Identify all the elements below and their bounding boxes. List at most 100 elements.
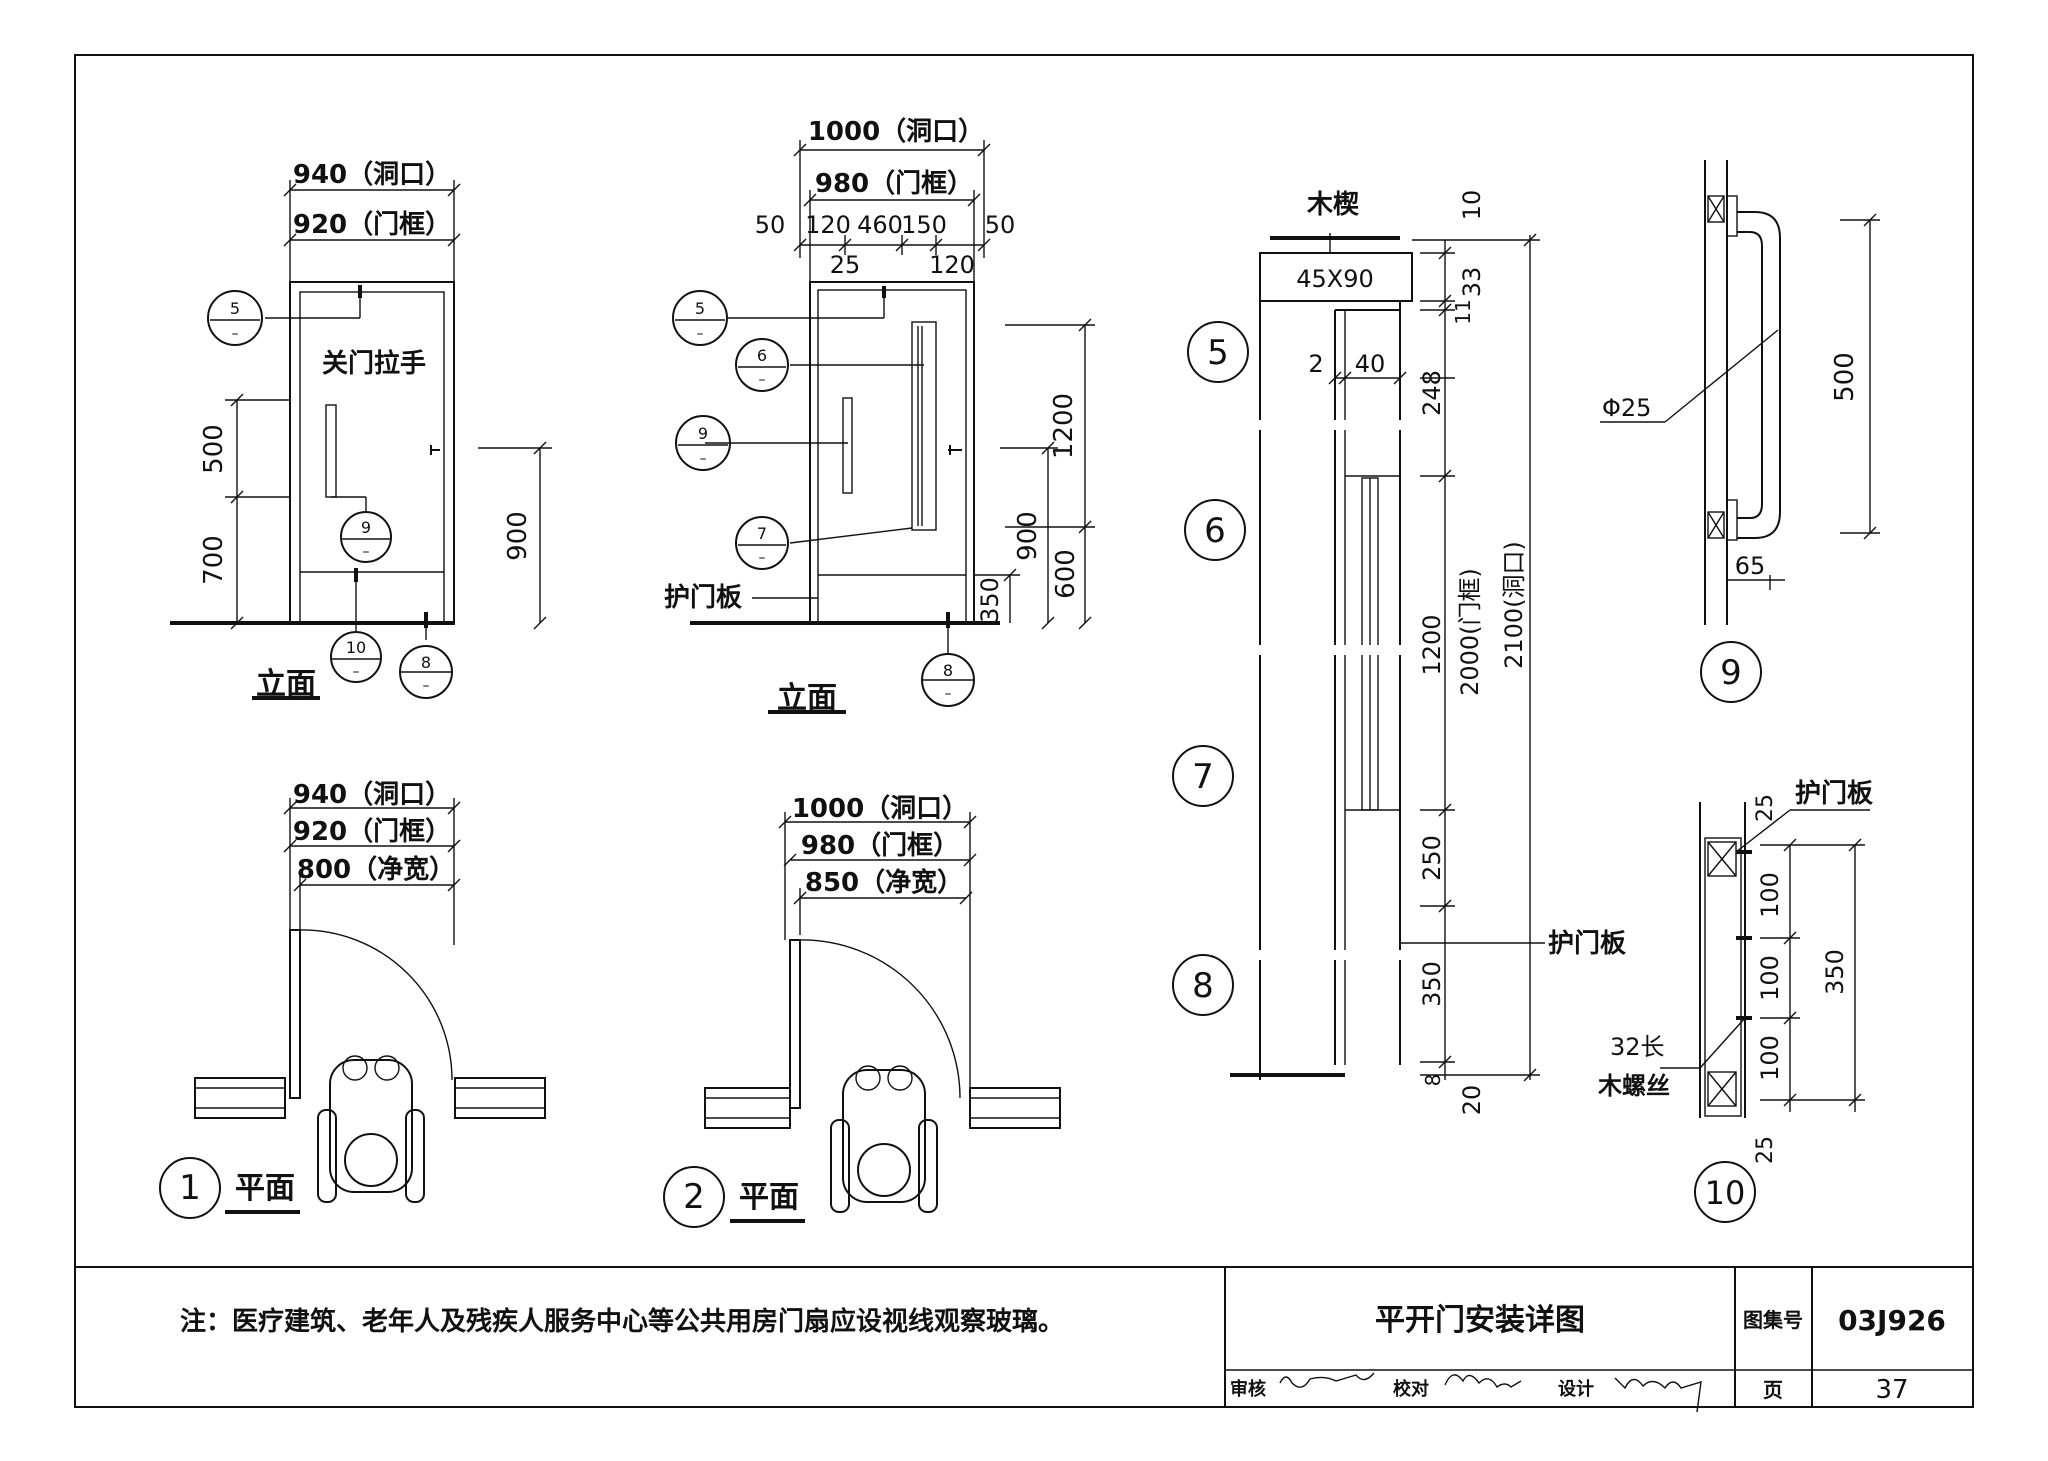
section-ref-5: 5 <box>1207 333 1229 373</box>
elev1-view-label: 立面 <box>256 667 316 702</box>
detail10-screw-type: 木螺丝 <box>1597 1072 1670 1100</box>
atlas-label: 图集号 <box>1743 1308 1803 1332</box>
atlas-number: 03J926 <box>1838 1304 1946 1337</box>
detail-ref-9-bubble: 9 <box>361 518 371 537</box>
detail10-dim-100-c: 100 <box>1756 1035 1784 1081</box>
elev1-dim-700: 700 <box>199 535 229 585</box>
wedge-size: 45X90 <box>1296 265 1374 293</box>
elev2-ref-5: 5 <box>695 299 705 318</box>
section-dim-248: 248 <box>1418 370 1446 416</box>
detail9-dia: Φ25 <box>1602 394 1651 422</box>
section-dim-40: 40 <box>1355 350 1386 378</box>
elev2-dim-350: 350 <box>976 577 1004 623</box>
detail10-dim-100-b: 100 <box>1756 955 1784 1001</box>
vertical-section <box>1172 233 1545 1082</box>
plan2-frame-dim: 980（门框） <box>801 831 959 861</box>
section-dim-20: 20 <box>1458 1085 1486 1116</box>
detail10-number: 10 <box>1705 1174 1746 1212</box>
section-ref-6: 6 <box>1204 511 1226 551</box>
detail9-dim-65: 65 <box>1735 552 1766 580</box>
section-dim-2: 2 <box>1308 350 1323 378</box>
elev2-frame-dim: 980（门框） <box>815 169 973 199</box>
detail10-screw-length: 32长 <box>1610 1033 1665 1061</box>
detail-ref-10-dash: – <box>353 664 360 680</box>
note-text: 注：医疗建筑、老年人及残疾人服务中心等公共用房门扇应设视线观察玻璃。 <box>180 1306 1064 1337</box>
elev2-ref-5-dash: – <box>697 326 704 342</box>
section-dim-33: 33 <box>1458 267 1486 298</box>
elev2-ref-6-dash: – <box>759 372 766 388</box>
plan1-opening-dim: 940（洞口） <box>293 780 451 810</box>
handle-label: 关门拉手 <box>322 348 426 379</box>
elev2-ref-9-dash: – <box>700 451 707 467</box>
elev2-dim-460: 460 <box>857 211 903 239</box>
detail-ref-8-dash: – <box>423 678 430 694</box>
elev2-ref-7-dash: – <box>759 550 766 566</box>
elev1-dim-500: 500 <box>199 424 229 474</box>
detail-10 <box>1660 802 1870 1223</box>
detail10-dim-25-top: 25 <box>1753 794 1778 822</box>
plan1-clear-dim: 800（净宽） <box>297 854 455 885</box>
detail-ref-5-bubble: 5 <box>230 299 240 318</box>
section-dim-250: 250 <box>1418 835 1446 881</box>
section-dim-350: 350 <box>1418 961 1446 1007</box>
detail-ref-9-dash: – <box>363 544 370 560</box>
plan1-frame-dim: 920（门框） <box>293 817 451 847</box>
page-label: 页 <box>1763 1378 1783 1402</box>
plan-2 <box>663 812 1061 1228</box>
elev2-dim-600: 600 <box>1051 549 1081 599</box>
elev2-view-label: 立面 <box>777 681 837 716</box>
plan1-number: 1 <box>179 1168 201 1208</box>
elev2-dim-1200: 1200 <box>1049 393 1079 459</box>
elev2-opening-dim: 1000（洞口） <box>808 117 984 147</box>
plan2-clear-dim: 850（净宽） <box>805 867 963 898</box>
elev2-dim-120b: 120 <box>929 251 975 279</box>
elev2-ref-9: 9 <box>698 424 708 443</box>
section-ref-8: 8 <box>1192 966 1214 1006</box>
elev2-dim-50-left: 50 <box>755 211 786 239</box>
elev2-dim-50-right: 50 <box>985 211 1016 239</box>
elev2-ref-6: 6 <box>757 346 767 365</box>
signatures <box>1279 1372 1702 1413</box>
section-dim-10: 10 <box>1458 190 1486 221</box>
drawing-title: 平开门安装详图 <box>1375 1303 1585 1338</box>
elev2-ref-7: 7 <box>757 524 767 543</box>
elev2-guard-label: 护门板 <box>664 583 742 613</box>
detail10-dim-25-bottom: 25 <box>1753 1136 1778 1164</box>
elev2-dim-120: 120 <box>805 211 851 239</box>
elev2-dim-25: 25 <box>830 251 861 279</box>
elevation-1 <box>170 180 846 714</box>
elev2-ref-8-dash: – <box>945 686 952 702</box>
elev1-dim-900: 900 <box>503 511 533 561</box>
elev2-dim-150: 150 <box>901 211 947 239</box>
detail10-dim-350: 350 <box>1821 949 1849 995</box>
detail-ref-5-dash: – <box>232 326 239 342</box>
elevation-2 <box>672 140 1095 707</box>
section-guard-label: 护门板 <box>1548 929 1626 959</box>
elev2-dim-900: 900 <box>1013 511 1043 561</box>
elev1-opening-dim: 940（洞口） <box>293 160 451 190</box>
detail-ref-8-bubble: 8 <box>421 653 431 672</box>
detail9-dim-500: 500 <box>1830 352 1860 402</box>
detail-9 <box>1600 160 1880 703</box>
plan2-number: 2 <box>683 1177 705 1217</box>
section-dim-11: 11 <box>1451 299 1475 324</box>
elev1-frame-dim: 920（门框） <box>293 210 451 240</box>
plan1-label: 平面 <box>235 1171 295 1206</box>
elev2-ref-8: 8 <box>943 661 953 680</box>
review-label: 审核 <box>1230 1378 1266 1400</box>
section-dim-8: 8 <box>1421 1074 1445 1087</box>
section-frame-total: 2000(门框) <box>1456 568 1484 696</box>
detail10-guard-label: 护门板 <box>1795 779 1873 809</box>
check-label: 校对 <box>1393 1378 1429 1400</box>
section-dim-1200: 1200 <box>1418 614 1446 675</box>
section-ref-7: 7 <box>1192 757 1214 797</box>
plan-1 <box>159 798 546 1219</box>
section-opening-total: 2100(洞口) <box>1500 541 1528 669</box>
plan2-opening-dim: 1000（洞口） <box>792 794 968 824</box>
plan2-label: 平面 <box>739 1180 799 1215</box>
design-label: 设计 <box>1558 1378 1594 1400</box>
page-number: 37 <box>1875 1375 1908 1405</box>
detail-ref-10-bubble: 10 <box>346 638 366 657</box>
